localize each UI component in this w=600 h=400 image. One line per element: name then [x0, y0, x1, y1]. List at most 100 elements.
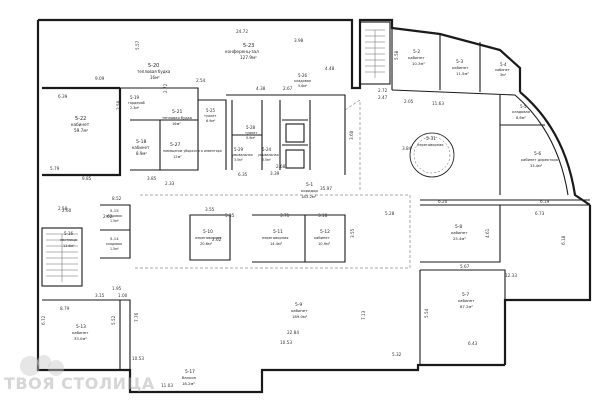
dimension-label: 4.38	[256, 86, 266, 91]
outer-walls	[36, 18, 592, 394]
room-label-5-9-area: 189.0м²	[292, 314, 308, 319]
room-label-5-24-type: умывальная	[258, 153, 279, 157]
room-label-5-25: 5-25	[206, 108, 216, 113]
dimension-label: 35.97	[320, 186, 332, 191]
room-label-5-18-type: кабинет	[132, 145, 150, 150]
room-label-5-28-type: туалет	[245, 131, 257, 135]
room-label-5-10-area: 20.6м²	[200, 242, 213, 246]
dimension-label: 10.53	[280, 340, 292, 345]
room-label-5-16-area: 11.6м²	[63, 244, 75, 248]
dimension-label: 8.79	[60, 306, 70, 311]
dimension-label: 3.39	[270, 171, 280, 176]
dimension-label: 5.54	[424, 308, 429, 318]
room-label-5-27-type: помещение уборочного инвентаря	[163, 149, 222, 153]
dimension-label: 7.13	[361, 310, 366, 320]
dimension-label: 2.33	[165, 181, 175, 186]
room-label-5-6-type: кабинет директора	[521, 158, 558, 162]
stairwell-top	[359, 21, 391, 85]
room-label-5-14: 5-14	[110, 236, 119, 241]
room-label-5-25-type: туалет	[204, 114, 216, 118]
dimension-label: 6.18	[561, 235, 566, 245]
room-label-5-24-area: 3.5м²	[262, 158, 271, 162]
room-label-5-7-area: 67.2м²	[460, 304, 473, 309]
dimension-label: 4.61	[485, 228, 490, 238]
zone-lines	[135, 99, 411, 269]
dimension-label: 2.72	[378, 88, 388, 93]
room-label-5-17: 5-17	[185, 369, 195, 375]
dimension-label: 3.60	[349, 130, 354, 140]
dimension-label: 2.54	[196, 78, 206, 83]
dimension-label: 6.35	[238, 172, 248, 177]
room-label-5-13-type: кабинет	[72, 330, 89, 335]
room-label-5-19: 5-19	[130, 95, 140, 100]
dimension-label: 6.43	[468, 341, 478, 346]
dimension-label: 2.58	[58, 206, 68, 211]
room-label-5-12-area: 10.9м²	[318, 242, 331, 246]
room-label-5-19-type: гардероб	[128, 101, 145, 105]
dimension-label: 3.55	[205, 207, 215, 212]
room-label-5-8: 5-8	[455, 224, 462, 230]
room-label-5-28-area: 5.9м²	[246, 136, 256, 140]
dimension-label: 5.57	[135, 40, 140, 50]
dimension-label: 1.00	[118, 293, 128, 298]
watermark-text: ТВОЯ СТОЛИЦА	[4, 374, 155, 393]
room-label-5-3: 5-3	[456, 59, 463, 65]
room-label-5-16: 5-16	[64, 231, 74, 236]
room-label-5-6: 5-6	[534, 151, 541, 157]
dimension-label: 5.35	[225, 213, 235, 218]
room-label-5-15-area: 1.5м²	[110, 219, 119, 223]
dimension-labels: 24.725.573.989.096.394.384.482.672.722.5…	[41, 29, 566, 388]
dimension-label: 2.05	[404, 99, 414, 104]
meeting-table	[409, 132, 455, 178]
dimension-label: 6.39	[58, 94, 68, 99]
room-label-5-16-type: лестница	[60, 238, 77, 242]
dimension-label: 3.55	[350, 228, 355, 238]
dimension-label: 3.84	[402, 146, 412, 151]
dimension-label: 2.68	[276, 164, 286, 169]
dimension-label: 3.18	[318, 213, 328, 218]
room-label-5-13-area: 33.0м²	[74, 336, 87, 341]
dimension-label: 2.58	[116, 100, 121, 110]
dimension-label: 6.19	[540, 199, 550, 204]
dimension-label: 11.03	[161, 383, 173, 388]
room-label-5-14-type: кладовая	[106, 242, 122, 246]
room-label-5-17-type: балкон	[182, 375, 197, 380]
room-label-5-15-type: кладовая	[106, 214, 122, 218]
room-label-5-19-area: 2.3м²	[130, 106, 140, 110]
room-label-5-21: 5-21	[172, 109, 183, 115]
room-label-5-21-type: тепловая будка	[162, 116, 192, 120]
room-label-5-4: 5-4	[500, 62, 507, 67]
room-label-5-31: 5-31	[426, 136, 436, 142]
room-label-5-24: 5-24	[262, 147, 272, 152]
dimension-label: 24.72	[236, 29, 248, 34]
room-label-5-1-type: коридор	[301, 188, 318, 193]
room-label-5-23: 5-23	[243, 43, 254, 49]
room-label-5-29: 5-29	[234, 147, 244, 152]
room-label-5-18-area: 8.9м²	[136, 151, 147, 156]
dimension-label: 5.58	[394, 50, 399, 60]
room-label-5-28: 5-28	[246, 125, 256, 130]
room-label-5-4-area: 3м²	[500, 73, 507, 77]
dimension-label: 6.72	[41, 315, 46, 325]
dimension-label: 6.20	[438, 199, 448, 204]
room-label-5-6-area: 33.4м²	[530, 164, 543, 168]
room-label-5-23-type: конференц-зал	[225, 49, 259, 54]
room-label-5-20-type: тепловая будка	[137, 69, 171, 74]
dimension-label: 2.67	[283, 86, 293, 91]
room-label-5-20: 5-20	[148, 63, 159, 69]
room-label-5-26-area: 5.6м²	[298, 84, 308, 88]
room-label-5-7-type: кабинет	[458, 298, 475, 303]
room-label-5-29-area: 3.5м²	[234, 158, 243, 162]
room-label-5-22-area: 59.7м²	[74, 128, 88, 133]
room-label-5-9: 5-9	[295, 302, 302, 308]
room-label-5-14-area: 1.5м²	[110, 247, 119, 251]
room-label-5-27: 5-27	[170, 142, 181, 148]
room-labels: 5-23 конференц-зал 127.9м² 5-20 тепловая…	[60, 43, 558, 386]
room-label-5-27-area: 12м²	[173, 155, 182, 159]
dimension-label: 9.85	[82, 176, 92, 181]
room-label-5-9-type: кабинет	[291, 308, 308, 313]
room-label-5-26: 5-26	[298, 73, 308, 78]
dimension-label: 5.28	[385, 211, 395, 216]
room-label-5-5-type: кладовая	[512, 110, 530, 114]
room-label-5-23-area: 127.9м²	[240, 55, 257, 60]
